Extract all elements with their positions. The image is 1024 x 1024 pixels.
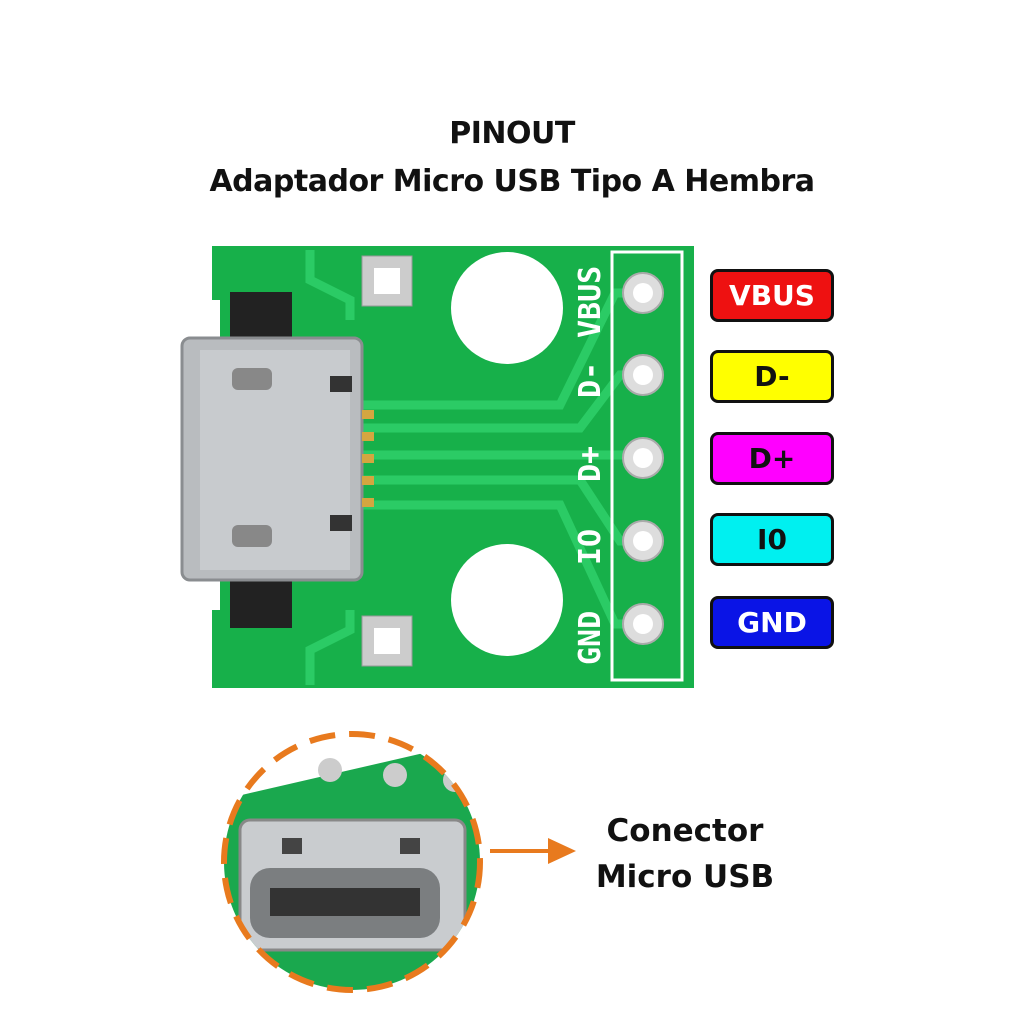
- pin-label-gnd: GND: [710, 596, 834, 649]
- silk-vbus: VBUS: [573, 266, 608, 338]
- callout-line2: Micro USB: [595, 859, 775, 895]
- callout-dashed-circle: [221, 731, 483, 993]
- pin-label-dminus: D-: [710, 350, 834, 403]
- callout-line1: Conector: [606, 813, 764, 849]
- title-adapter: Adaptador Micro USB Tipo A Hembra: [209, 164, 815, 199]
- silk-gnd: GND: [573, 611, 608, 665]
- connector-closeup: [224, 734, 480, 990]
- silk-dminus: D-: [573, 362, 608, 398]
- silk-dplus: D+: [573, 446, 608, 482]
- pin-label-vbus: VBUS: [710, 269, 834, 322]
- pin-label-io: I0: [710, 513, 834, 566]
- mount-hole: [451, 544, 563, 656]
- title-pinout: PINOUT: [449, 116, 575, 151]
- silk-io: IO: [573, 529, 608, 565]
- pin-label-dplus: D+: [710, 432, 834, 485]
- mount-hole: [451, 252, 563, 364]
